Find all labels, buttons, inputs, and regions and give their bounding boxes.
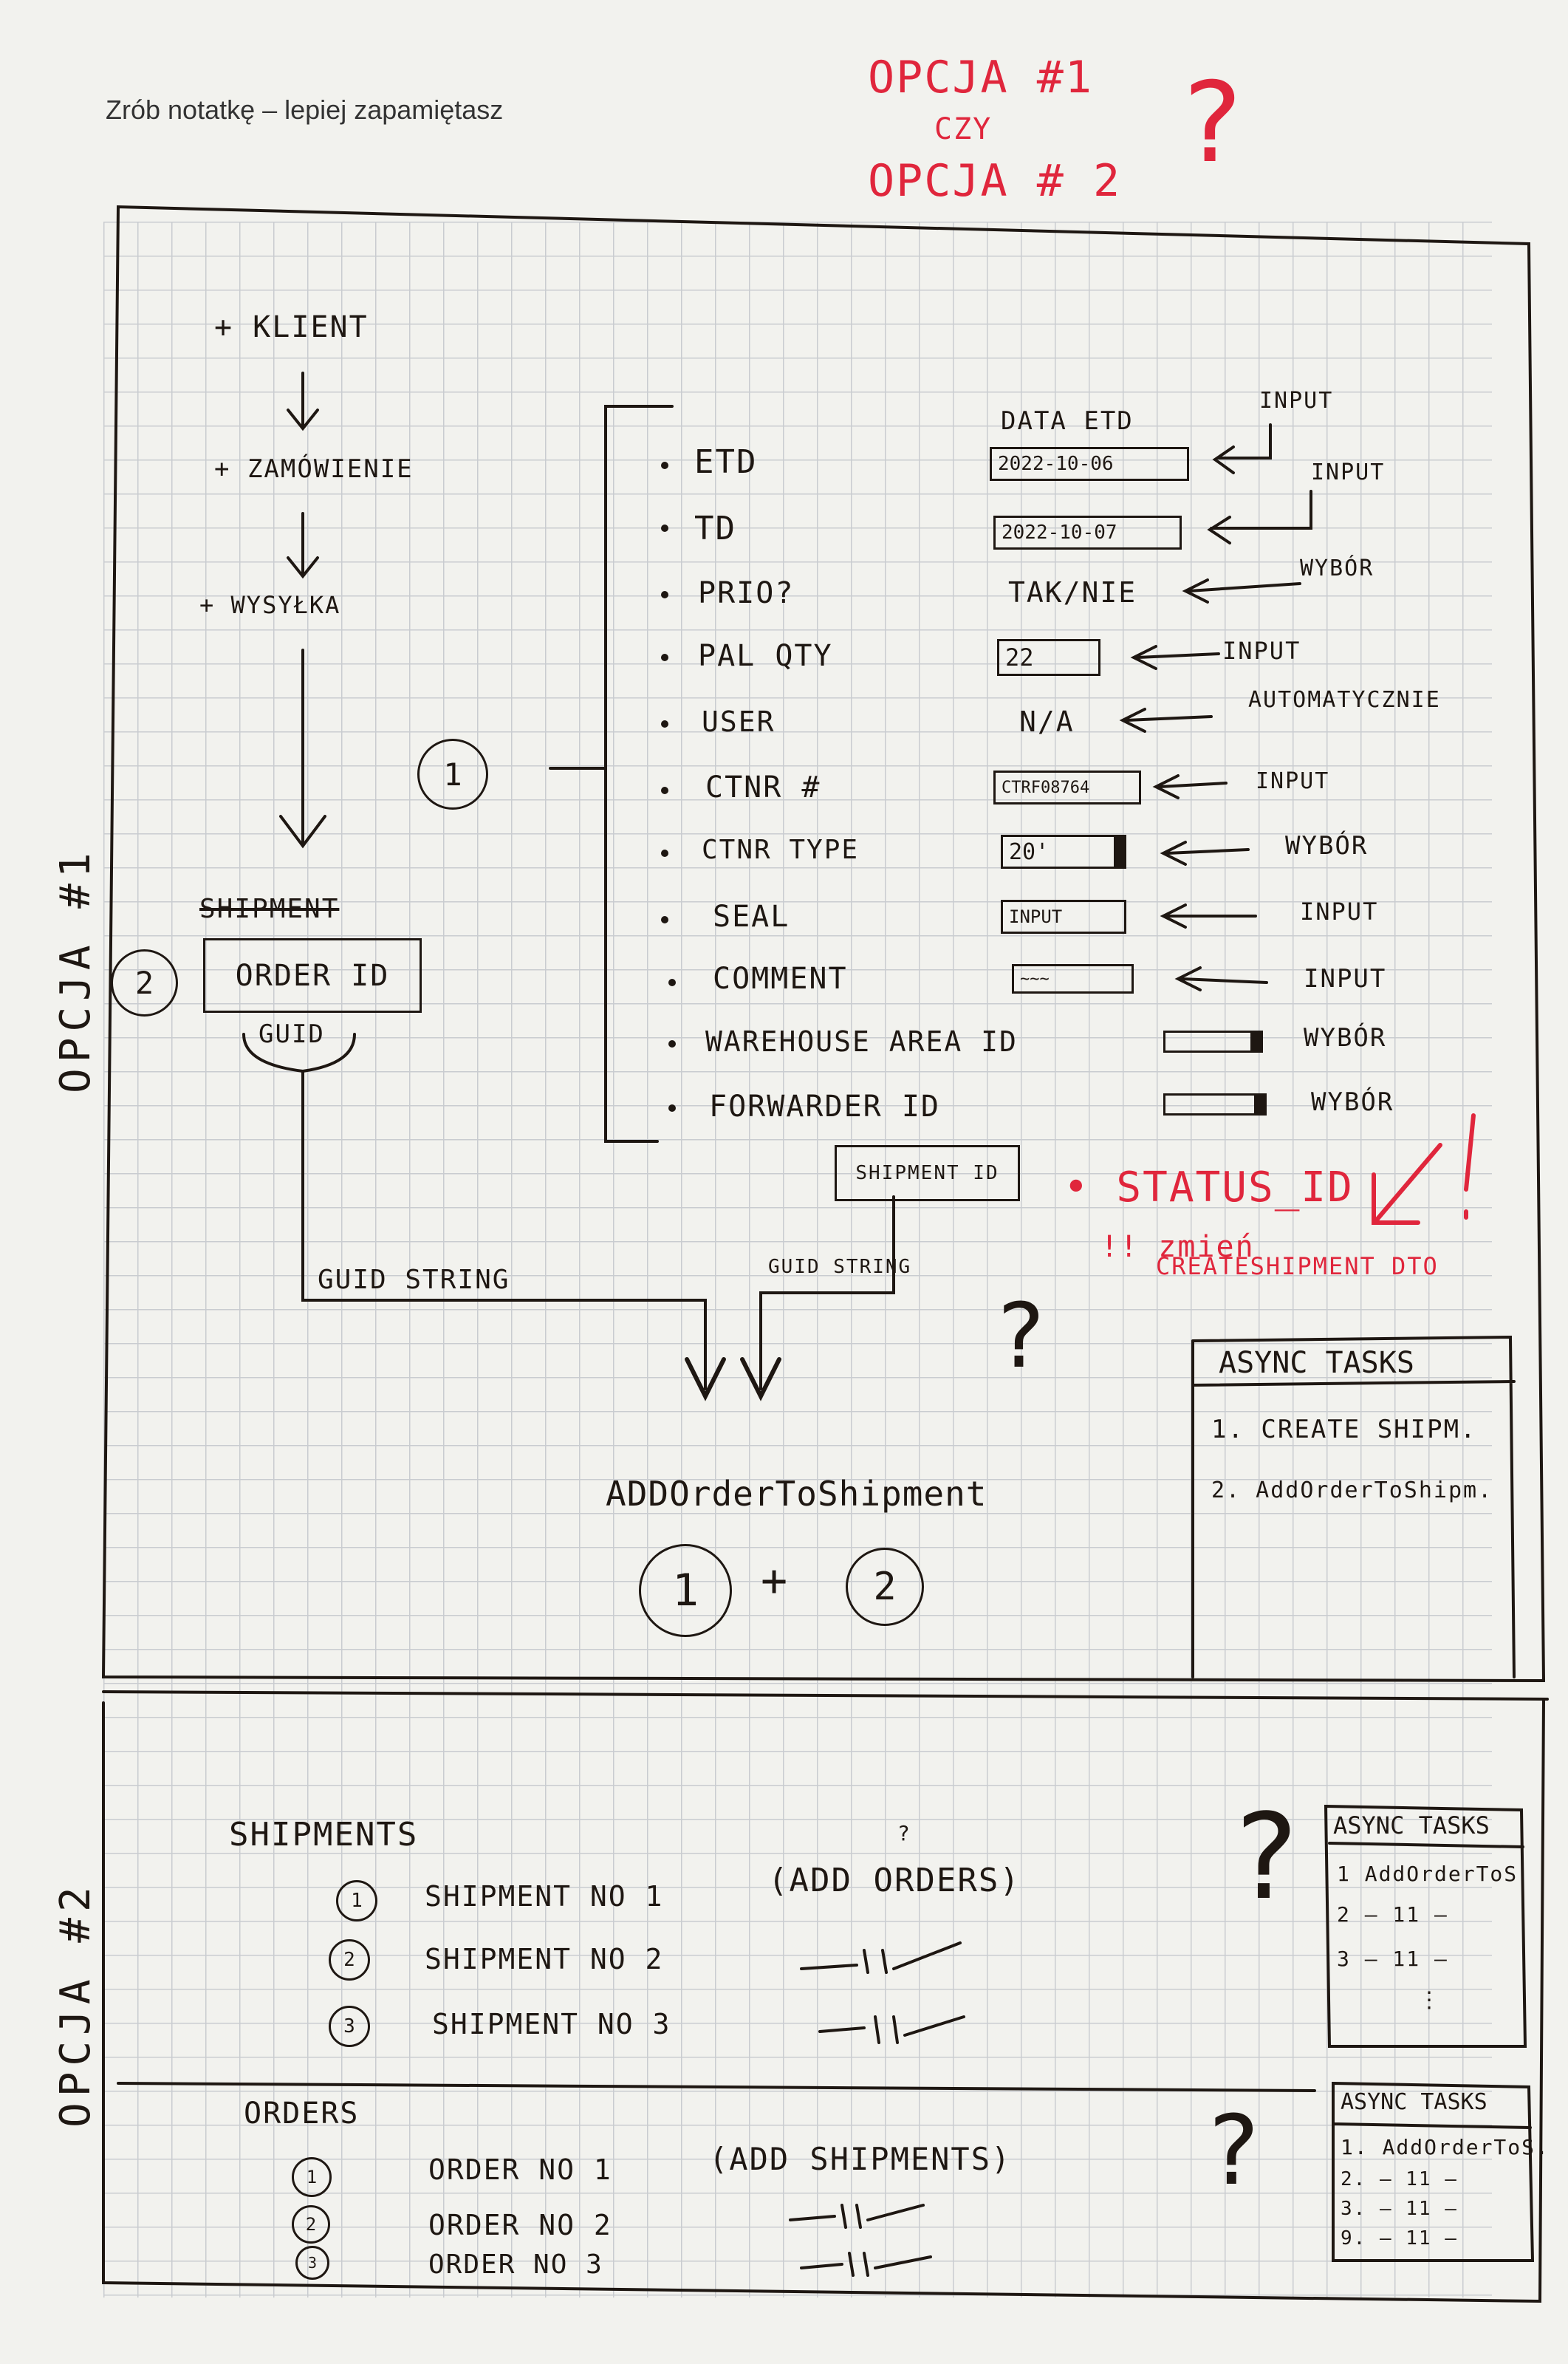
shipment-marker-1: 1 [336, 1880, 377, 1921]
field-etd-source: INPUT [1259, 388, 1334, 414]
change-note: !! zmień [1100, 1230, 1255, 1264]
shipments-question-mark: ? [1230, 1788, 1303, 1926]
question-or: CZY [934, 112, 993, 146]
orders-question-mark: ? [1204, 2094, 1264, 2207]
field-comment-input[interactable]: ~~~ [1012, 964, 1134, 994]
async-shipments-task-3: 3 — 11 — [1337, 1947, 1448, 1971]
order-no-1: ORDER NO 1 [428, 2153, 612, 2186]
flow-step-client: + KLIENT [214, 310, 369, 344]
field-ctnr-source: INPUT [1256, 768, 1330, 794]
option2-side-label: OPCJA #2 [52, 1881, 100, 2128]
async-shipments-task-2: 2 — 11 — [1337, 1902, 1448, 1927]
order-id-box: ORDER ID [203, 938, 422, 1013]
field-seal-label: SEAL [713, 900, 790, 934]
order-no-2: ORDER NO 2 [428, 2209, 612, 2241]
field-warehouse-select[interactable] [1163, 1031, 1263, 1053]
field-forwarder-source: WYBÓR [1311, 1087, 1394, 1117]
option1-question-mark: ? [993, 1285, 1049, 1388]
shipment-no-1: SHIPMENT NO 1 [425, 1880, 664, 1913]
question-option1: OPCJA #1 [868, 52, 1093, 103]
formula-plus: + [761, 1555, 790, 1607]
field-seal-input[interactable]: INPUT [1001, 900, 1126, 934]
question-option2: OPCJA # 2 [868, 155, 1122, 207]
shipment-marker-3: 3 [329, 2006, 370, 2047]
flow-step-shipping: + WYSYŁKA [199, 591, 341, 619]
async-tasks-title-orders: ASYNC TASKS [1341, 2089, 1487, 2115]
field-comment-source: INPUT [1304, 964, 1387, 994]
shipments-small-question: ? [897, 1821, 911, 1845]
async-task-add-order: 2. AddOrderToShipm. [1211, 1478, 1493, 1503]
field-ctnr-input[interactable]: CTRF08764 [993, 771, 1141, 804]
field-ctnrtype-source: WYBÓR [1285, 831, 1369, 861]
async-orders-task-3: 3. — 11 — [1341, 2198, 1458, 2220]
order-marker-2: 2 [111, 949, 178, 1017]
async-task-create-shipment: 1. CREATE SHIPM. [1211, 1415, 1477, 1444]
shipment-no-2: SHIPMENT NO 2 [425, 1943, 664, 1975]
async-tasks-title-shipments: ASYNC TASKS [1333, 1811, 1490, 1839]
question-mark-red: ? [1178, 59, 1247, 188]
field-seal-source: INPUT [1300, 898, 1379, 926]
printed-header-note: Zrób notatkę – lepiej zapamiętasz [106, 95, 504, 125]
order-marker-3: 3 [295, 2246, 329, 2280]
struck-shipment-word: SHIPMENT [199, 894, 340, 924]
order-no-3: ORDER NO 3 [428, 2249, 603, 2280]
guid-label: GUID [259, 1019, 325, 1049]
shipment-id-box: SHIPMENT ID [835, 1145, 1020, 1201]
status-id-note: • STATUS_ID [1064, 1164, 1354, 1212]
add-order-to-shipment-method: ADDOrderToShipment [606, 1474, 987, 1514]
async-shipments-task-1: 1 AddOrderToS [1337, 1862, 1519, 1886]
orders-title: ORDERS [244, 2097, 360, 2131]
field-prio-value[interactable]: TAK/NIE [1008, 576, 1137, 609]
field-user-value: N/A [1019, 706, 1075, 738]
formula-circle-2: 2 [846, 1548, 924, 1626]
order-marker-2: 2 [292, 2205, 330, 2244]
field-user-source: AUTOMATYCZNIE [1248, 687, 1441, 713]
guid-string-left: GUID STRING [318, 1265, 510, 1295]
async-tasks-title: ASYNC TASKS [1219, 1346, 1414, 1380]
field-td-input[interactable]: 2022-10-07 [993, 516, 1182, 550]
shipment-add-orders: (ADD ORDERS) [768, 1862, 1021, 1899]
change-dto-note: CREATESHIPMENT DTO [1156, 1252, 1439, 1280]
field-comment-label: COMMENT [713, 962, 848, 996]
field-palqty-label: PAL QTY [698, 639, 833, 673]
field-palqty-source: INPUT [1222, 637, 1301, 665]
field-ctnrtype-label: CTNR TYPE [702, 835, 860, 865]
date-etd-header: DATA ETD [1001, 406, 1134, 436]
field-prio-label: PRIO? [698, 576, 795, 610]
field-warehouse-source: WYBÓR [1304, 1023, 1387, 1053]
flow-step-order: + ZAMÓWIENIE [214, 454, 414, 484]
async-orders-task-4: 9. — 11 — [1341, 2227, 1458, 2249]
formula-circle-1: 1 [639, 1544, 732, 1637]
field-prio-source: WYBÓR [1300, 556, 1374, 581]
option1-side-label: OPCJA #1 [52, 847, 100, 1093]
field-warehouse-label: WAREHOUSE AREA ID [705, 1025, 1018, 1058]
order-marker-1: 1 [292, 2157, 332, 2197]
order-add-shipments: (ADD SHIPMENTS) [709, 2141, 1012, 2177]
async-shipments-ellipsis: ⋮ [1418, 1987, 1442, 2013]
field-user-label: USER [702, 706, 776, 738]
async-orders-task-2: 2. — 11 — [1341, 2168, 1458, 2190]
shipment-no-3: SHIPMENT NO 3 [432, 2008, 671, 2040]
field-forwarder-label: FORWARDER ID [709, 1090, 940, 1124]
field-etd-input[interactable]: 2022-10-06 [990, 447, 1189, 481]
shipment-marker-2: 2 [329, 1939, 370, 1981]
field-td-label: TD [694, 510, 736, 547]
group-marker-1: 1 [417, 739, 488, 810]
field-etd-label: ETD [694, 443, 758, 481]
field-td-source: INPUT [1311, 460, 1386, 485]
async-orders-task-1: 1. AddOrderToS. [1341, 2135, 1550, 2159]
guid-string-right: GUID STRING [768, 1256, 912, 1278]
field-ctnr-label: CTNR # [705, 771, 821, 804]
field-forwarder-select[interactable] [1163, 1093, 1267, 1116]
field-ctnrtype-select[interactable]: 20' [1001, 835, 1126, 869]
field-palqty-input[interactable]: 22 [997, 639, 1100, 676]
shipments-title: SHIPMENTS [229, 1816, 419, 1854]
